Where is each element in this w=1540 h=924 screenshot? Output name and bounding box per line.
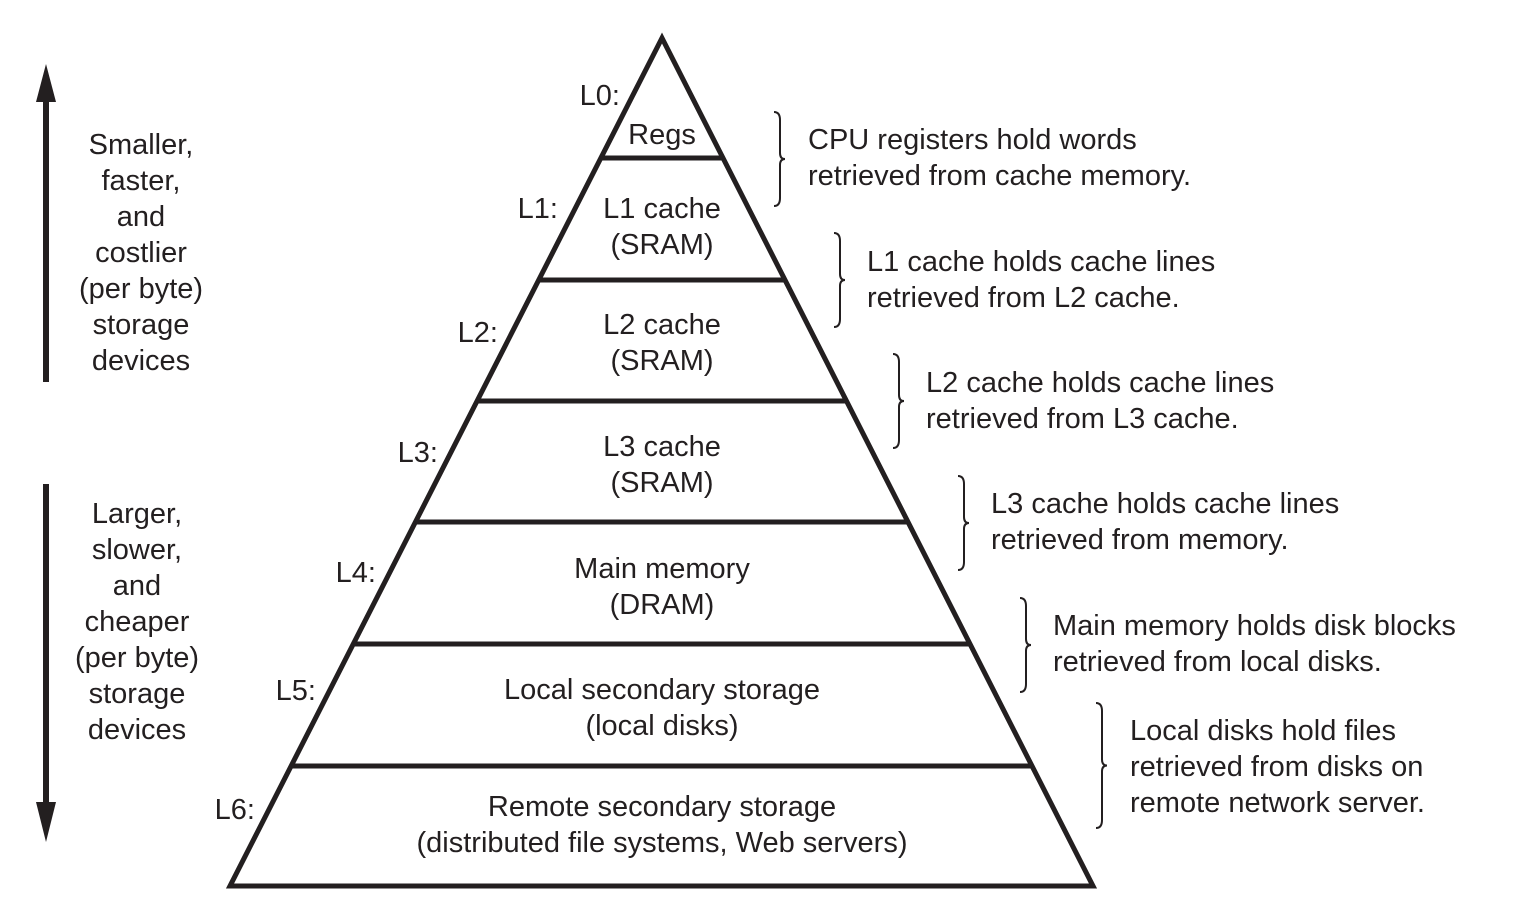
level-name-line: (SRAM) [610,467,713,499]
level-name: Main memory (DRAM) [574,553,750,621]
level-name-line: (local disks) [585,710,738,742]
annotation-line: L2 cache holds cache lines [926,367,1274,399]
brace-icon [957,475,970,571]
annotation: Local disks hold files retrieved from dis… [1130,715,1425,819]
annotation-line: L3 cache holds cache lines [991,488,1339,520]
level-name: L1 cache (SRAM) [603,193,721,261]
arrow-up-icon [36,64,56,102]
annotation-line: retrieved from L2 cache. [867,282,1180,314]
level-name-line: (SRAM) [610,229,713,261]
annotation: L3 cache holds cache lines retrieved from… [991,488,1339,556]
annotation: Main memory holds disk blocks retrieved f… [1053,610,1456,678]
level-name: L3 cache (SRAM) [603,431,721,499]
label-line: storage [93,309,190,341]
arrow-down-icon [36,802,56,842]
direction-arrows [36,64,56,842]
annotation: L1 cache holds cache lines retrieved from… [867,246,1215,314]
label-line: (per byte) [79,273,203,305]
larger-slower-label: Larger, slower, and cheaper (per byte) storag… [75,498,199,746]
annotation-line: Local disks hold files [1130,715,1396,747]
annotation-line: retrieved from L3 cache. [926,403,1239,435]
level-id: L4: [336,557,376,589]
level-identifiers: L0: L1: L2: L3: L4: L5: L6: [215,80,620,826]
annotation-line: Main memory holds disk blocks [1053,610,1456,642]
level-name: Remote secondary storage (distributed fil… [417,791,908,859]
level-id: L5: [276,675,316,707]
pyramid [225,32,1098,889]
annotation-line: retrieved from memory. [991,524,1289,556]
annotation-line: L1 cache holds cache lines [867,246,1215,278]
level-name-line: (DRAM) [610,589,715,621]
label-line: storage [89,678,186,710]
level-id: L0: [580,80,620,112]
annotation-line: remote network server. [1130,787,1425,819]
label-line: devices [88,714,186,746]
brace-icon [1095,702,1108,829]
annotation-line: retrieved from cache memory. [808,160,1191,192]
annotation-line: retrieved from local disks. [1053,646,1382,678]
smaller-faster-label: Smaller, faster, and costlier (per byte) stor… [79,129,203,377]
label-line: (per byte) [75,642,199,674]
annotation: L2 cache holds cache lines retrieved from… [926,367,1274,435]
annotation: CPU registers hold words retrieved from c… [808,124,1191,192]
brace-icon [1019,597,1032,693]
label-line: slower, [92,534,182,566]
level-name-line: Main memory [574,553,750,585]
level-name-line: Remote secondary storage [488,791,836,823]
level-name-line: L1 cache [603,193,721,225]
level-name-line: Local secondary storage [504,674,820,706]
level-name-line: L3 cache [603,431,721,463]
pyramid-outline [225,32,1098,889]
annotation-line: retrieved from disks on [1130,751,1423,783]
level-name-line: L2 cache [603,309,721,341]
label-line: Smaller, [89,129,194,161]
level-name-line: (SRAM) [610,345,713,377]
level-id: L1: [518,193,558,225]
level-id: L3: [398,437,438,469]
label-line: costlier [95,237,187,269]
level-name-line: (distributed file systems, Web servers) [417,827,908,859]
level-name: Regs [628,119,696,151]
brace-icon [892,353,905,449]
label-line: cheaper [85,606,190,638]
level-name: Local secondary storage (local disks) [504,674,820,742]
label-line: Larger, [92,498,182,530]
annotations: CPU registers hold words retrieved from c… [808,124,1456,819]
level-id: L2: [458,317,498,349]
brace-icon [773,111,786,207]
label-line: faster, [102,165,181,197]
label-line: and [117,201,165,233]
annotation-line: CPU registers hold words [808,124,1137,156]
label-line: and [113,570,161,602]
braces [773,111,1108,829]
left-labels: Smaller, faster, and costlier (per byte) stor… [75,129,203,746]
level-name: L2 cache (SRAM) [603,309,721,377]
brace-icon [833,232,846,328]
label-line: devices [92,345,190,377]
level-id: L6: [215,794,255,826]
level-name-line: Regs [628,119,696,151]
